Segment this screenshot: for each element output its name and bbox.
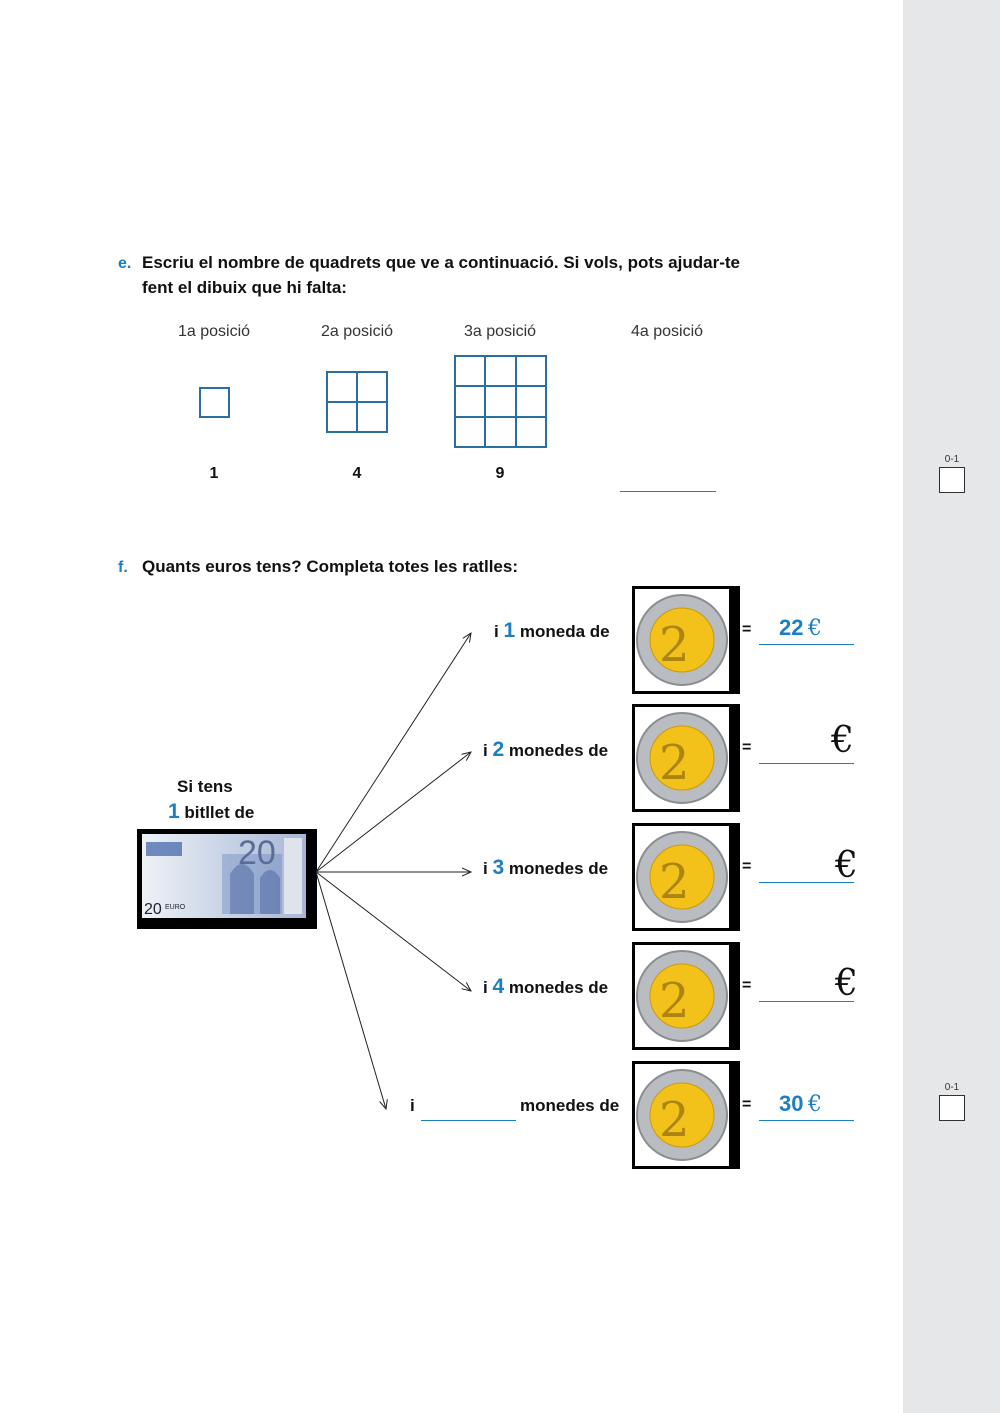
arrow [315, 871, 386, 1109]
row-suffix: monedes de [508, 859, 609, 878]
row-prefix: i [483, 978, 488, 997]
2-euro-coin-image: 2 [636, 712, 728, 804]
banknote-corner-value: 20 [144, 901, 162, 918]
coin-frame: 2 [632, 586, 740, 694]
row-suffix: moneda de [519, 622, 610, 641]
row-prefix: i [410, 1096, 415, 1115]
position-label: 4a posició [630, 323, 704, 340]
20-euro-banknote-image: 20 20 EURO [142, 834, 306, 918]
coin-value: 2 [659, 854, 690, 910]
equals-sign: = [742, 1096, 752, 1113]
square-grid-1 [199, 387, 230, 418]
coin-row-label: i 1 moneda de [494, 619, 610, 643]
banknote-frame: 20 20 EURO [137, 829, 317, 929]
square-grid-3 [454, 355, 547, 448]
score-box[interactable] [939, 1095, 965, 1121]
equals-sign: = [742, 858, 752, 875]
coin-count: 4 [492, 975, 505, 998]
equals-sign: = [742, 739, 752, 756]
square-count: 4 [352, 465, 362, 482]
equals-sign: = [742, 621, 752, 638]
coin-count: 2 [492, 738, 505, 761]
question-text: Escriu el nombre de quadrets que ve a co… [142, 253, 740, 272]
coin-frame: 2 [632, 704, 740, 812]
coin-count-answer-line[interactable] [421, 1120, 516, 1121]
row-suffix: monedes de [520, 1096, 620, 1115]
intro-line: 1 bitllet de [168, 800, 254, 824]
intro-text: bitllet de [184, 803, 255, 822]
coin-count: 1 [503, 619, 516, 642]
result-answer-line[interactable] [759, 1120, 854, 1121]
coin-frame: 2 [632, 942, 740, 1050]
result-answer-line[interactable] [759, 763, 854, 764]
square-grid-2 [326, 371, 388, 433]
coin-frame: 2 [632, 823, 740, 931]
2-euro-coin-image: 2 [636, 594, 728, 686]
euro-symbol: € [835, 963, 858, 1004]
answer-line-4th-position[interactable] [620, 491, 716, 492]
intro-text: Si tens [177, 777, 233, 796]
euro-symbol: € [831, 720, 854, 761]
coin-frame: 2 [632, 1061, 740, 1169]
position-label: 1a posició [177, 323, 251, 340]
question-letter: e. [118, 255, 132, 272]
euro-symbol: € [835, 845, 858, 886]
score-label: 0-1 [944, 1082, 960, 1093]
euro-symbol: € [807, 616, 822, 641]
row-suffix: monedes de [508, 978, 609, 997]
score-label: 0-1 [944, 454, 960, 465]
row-suffix: monedes de [508, 741, 609, 760]
coin-count: 3 [492, 856, 505, 879]
2-euro-coin-image: 2 [636, 950, 728, 1042]
result-value: 30 [779, 1091, 804, 1116]
banknote-label: EURO [165, 904, 186, 911]
equals-sign: = [742, 977, 752, 994]
euro-symbol: € [807, 1092, 822, 1117]
result-row: 22 € [779, 615, 822, 641]
coin-value: 2 [659, 735, 690, 791]
square-count: 9 [495, 465, 505, 482]
question-text: Quants euros tens? Completa totes les ra… [142, 557, 518, 576]
row-prefix: i [483, 859, 488, 878]
coin-row-label: i 3 monedes de [483, 856, 608, 880]
question-text: fent el dibuix que hi falta: [142, 278, 347, 297]
coin-value: 2 [659, 1092, 690, 1148]
result-answer-line[interactable] [759, 1001, 854, 1002]
coin-row-label: i 2 monedes de [483, 738, 608, 762]
coin-row-label: i 4 monedes de [483, 975, 608, 999]
question-letter: f. [118, 559, 128, 576]
banknote-count: 1 [168, 800, 180, 823]
coin-value: 2 [659, 617, 690, 673]
position-label: 2a posició [320, 323, 394, 340]
score-sidebar [903, 0, 1000, 1413]
result-answer-line[interactable] [759, 882, 854, 883]
result-value: 22 [779, 615, 804, 640]
square-count: 1 [209, 465, 219, 482]
result-answer-line[interactable] [759, 644, 854, 645]
2-euro-coin-image: 2 [636, 831, 728, 923]
score-box[interactable] [939, 467, 965, 493]
2-euro-coin-image: 2 [636, 1069, 728, 1161]
result-row: 30 € [779, 1091, 822, 1117]
row-prefix: i [483, 741, 488, 760]
position-label: 3a posició [463, 323, 537, 340]
arrow [315, 633, 471, 873]
arrow [315, 752, 471, 873]
arrow [315, 871, 471, 991]
banknote-value: 20 [238, 834, 276, 872]
row-prefix: i [494, 622, 499, 641]
coin-value: 2 [659, 973, 690, 1029]
